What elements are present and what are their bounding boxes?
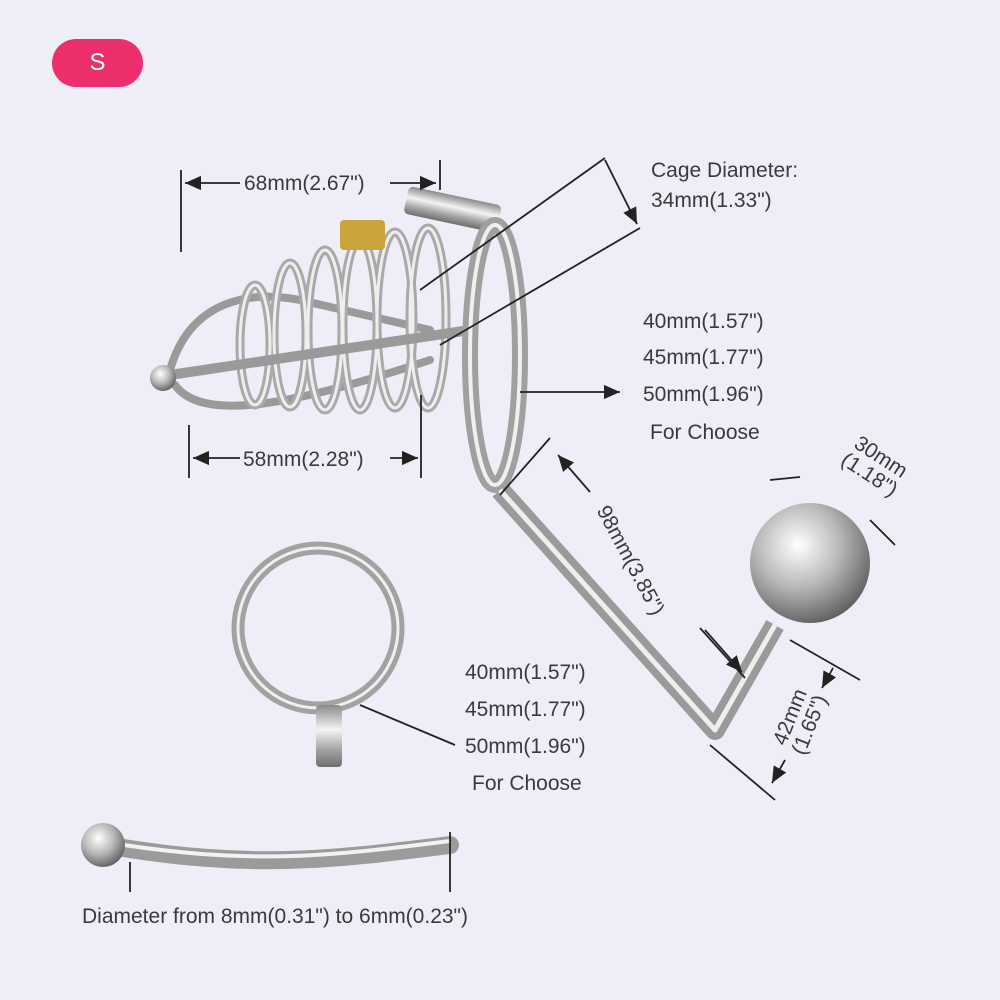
size-badge: S <box>52 39 143 87</box>
cage-length-label: 68mm(2.67") <box>244 172 365 195</box>
cage-inner-length-label: 58mm(2.28") <box>243 448 364 471</box>
cage-diameter-value: 34mm(1.33") <box>651 189 772 212</box>
lock-barrel <box>404 186 502 233</box>
cage-diameter-title: Cage Diameter: <box>651 159 799 182</box>
ring-size-bottom-choose: For Choose <box>472 772 582 795</box>
ring-size-bottom-2: 45mm(1.77") <box>465 698 586 721</box>
cage-tip-ball <box>150 365 176 391</box>
catheter <box>96 836 459 870</box>
ring-size-bottom-3: 50mm(1.96") <box>465 735 586 758</box>
catheter-diameter-label: Diameter from 8mm(0.31") to 6mm(0.23") <box>82 905 468 928</box>
padlock <box>340 220 385 250</box>
ring-size-top-3: 50mm(1.96") <box>643 383 764 406</box>
dimension-lines <box>129 157 896 892</box>
ring-size-top-1: 40mm(1.57") <box>643 310 764 333</box>
ring-size-top-choose: For Choose <box>650 421 760 444</box>
hook-ball <box>750 503 870 623</box>
ring-size-top-2: 45mm(1.77") <box>643 346 764 369</box>
ring-size-bottom-1: 40mm(1.57") <box>465 661 586 684</box>
cage <box>165 223 475 415</box>
